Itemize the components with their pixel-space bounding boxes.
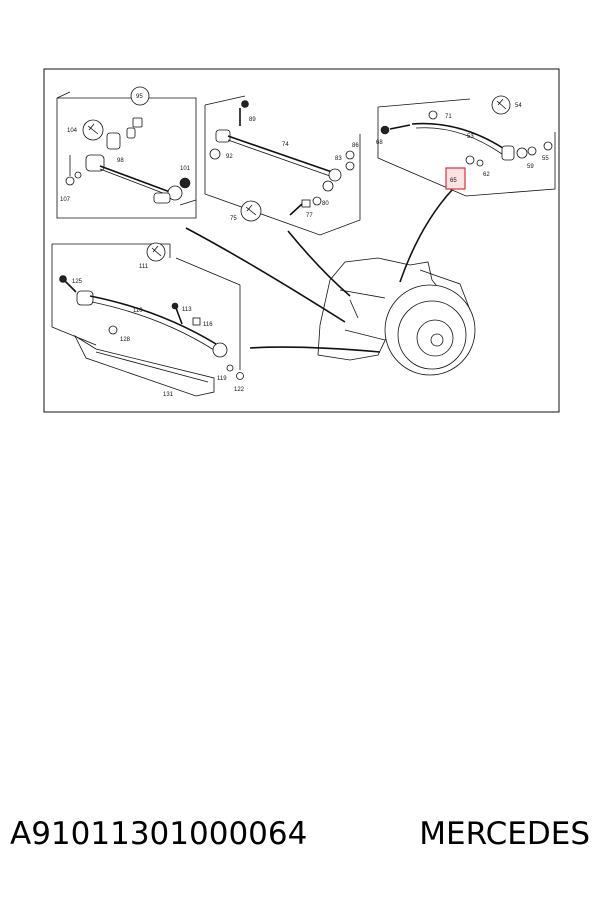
brand-name: MERCEDES [419, 816, 590, 852]
callout-62: 62 [483, 172, 490, 178]
rear-axle-assembly [317, 257, 476, 376]
callout-98: 98 [117, 158, 124, 164]
panel-control-arm [377, 95, 556, 197]
callout-111: 111 [139, 264, 149, 270]
callout-86: 86 [352, 143, 359, 149]
callout-83: 83 [335, 156, 342, 162]
callout-71: 71 [445, 114, 452, 120]
diagram-frame [43, 68, 560, 413]
callout-110: 110 [133, 308, 143, 314]
callout-68: 68 [376, 140, 383, 146]
part-number: A91011301000064 [10, 816, 308, 852]
callout-95: 95 [136, 94, 143, 100]
leader-lines [185, 189, 453, 353]
parts-diagram: .ln { stroke: #111; stroke-width: 0.8; f… [43, 68, 560, 413]
callout-54: 54 [515, 103, 522, 109]
callout-113: 113 [182, 307, 192, 313]
callout-119: 119 [217, 376, 227, 382]
callout-107: 107 [60, 197, 71, 203]
callout-128: 128 [120, 337, 131, 343]
callout-77: 77 [306, 213, 313, 219]
part-caption: A91011301000064 MERCEDES [10, 804, 590, 864]
callout-104: 104 [67, 128, 78, 134]
callout-125: 125 [72, 279, 83, 285]
callout-65: 65 [450, 178, 457, 184]
callout-74: 74 [282, 142, 289, 148]
callout-53: 53 [467, 134, 474, 140]
callout-101: 101 [180, 166, 191, 172]
callout-116: 116 [203, 322, 213, 328]
callout-labels: 95 104 98 101 107 89 74 92 86 83 80 77 7… [60, 86, 549, 398]
panel-lower-arm [51, 242, 244, 397]
callout-59: 59 [527, 164, 534, 170]
callout-92: 92 [226, 154, 233, 160]
callout-122: 122 [234, 387, 245, 393]
panel-upper-arm [204, 95, 361, 236]
callout-55: 55 [542, 156, 549, 162]
callout-80: 80 [322, 201, 329, 207]
callout-75: 75 [230, 216, 237, 222]
panel-sway-bar-link [56, 91, 197, 219]
callout-89: 89 [249, 117, 256, 123]
highlighted-part-box[interactable] [445, 167, 466, 190]
callout-131: 131 [163, 392, 174, 398]
